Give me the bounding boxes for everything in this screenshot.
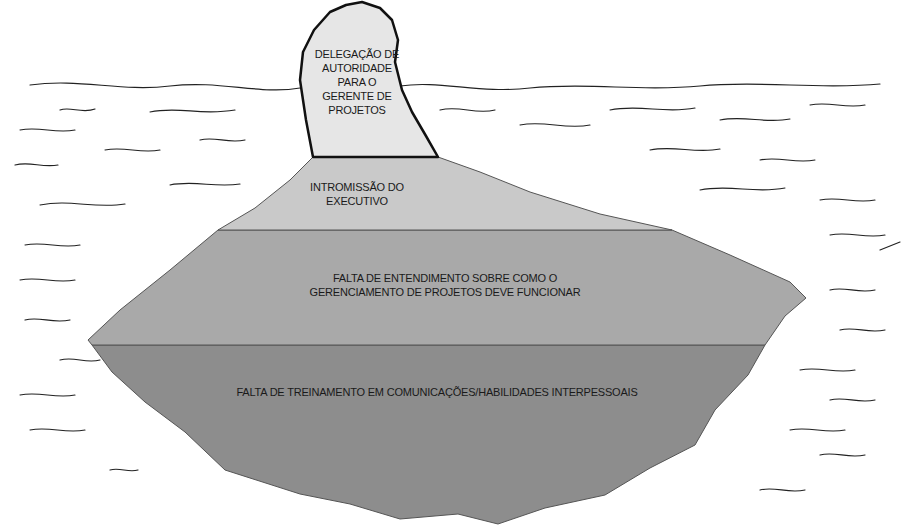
band-text: INTROMISSÃO DO EXECUTIVO: [302, 180, 412, 208]
iceberg-band: FALTA DE ENTENDIMENTO SOBRE COMO O GEREN…: [88, 230, 806, 345]
iceberg-shape: [218, 157, 672, 230]
iceberg-shape: [300, 2, 438, 157]
band-label: FALTA DE TREINAMENTO EM COMUNICAÇÕES/HAB…: [157, 385, 717, 399]
band-label: INTROMISSÃO DO EXECUTIVO: [302, 180, 412, 208]
band-text: DELEGAÇÃO DE AUTORIDADE PARA O GERENTE D…: [311, 47, 403, 117]
iceberg-band: FALTA DE TREINAMENTO EM COMUNICAÇÕES/HAB…: [92, 345, 765, 524]
band-text: FALTA DE TREINAMENTO EM COMUNICAÇÕES/HAB…: [157, 385, 717, 399]
iceberg-tip: DELEGAÇÃO DE AUTORIDADE PARA O GERENTE D…: [300, 2, 438, 157]
iceberg-band: INTROMISSÃO DO EXECUTIVO: [218, 157, 672, 230]
band-label: DELEGAÇÃO DE AUTORIDADE PARA O GERENTE D…: [311, 47, 403, 117]
band-label: FALTA DE ENTENDIMENTO SOBRE COMO O GEREN…: [300, 271, 590, 299]
band-text: FALTA DE ENTENDIMENTO SOBRE COMO O GEREN…: [300, 271, 590, 299]
iceberg-shape: [88, 230, 806, 345]
iceberg-outline: [92, 345, 765, 524]
iceberg-outline: [218, 157, 672, 230]
iceberg-shape: [92, 345, 765, 524]
